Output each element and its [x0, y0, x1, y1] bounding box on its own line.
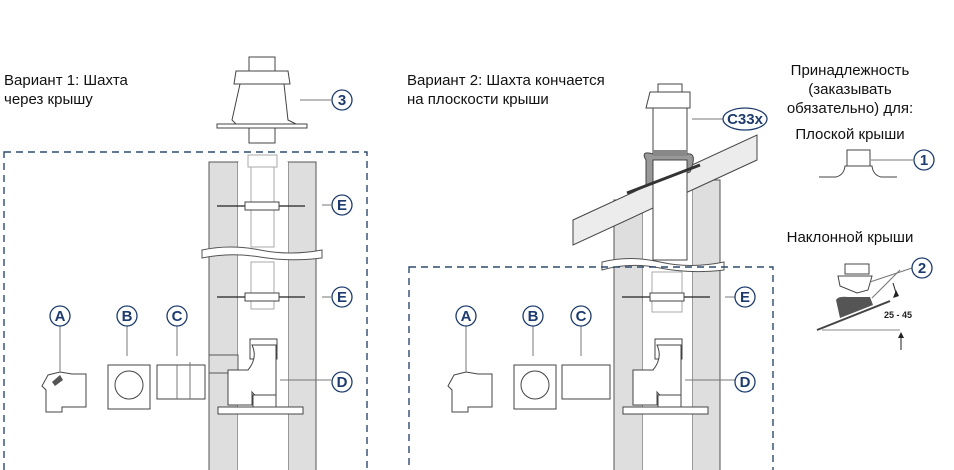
roof-terminal: [216, 56, 308, 144]
svg-text:E: E: [337, 197, 347, 214]
label-1: 1: [913, 149, 935, 171]
svg-text:E: E: [740, 289, 750, 306]
variant1-title-line2: через крышу: [4, 91, 93, 108]
svg-text:C: C: [576, 308, 587, 325]
accessories-heading-2: (заказывать: [808, 81, 892, 98]
variant2-title-line2: на плоскости крыши: [407, 91, 549, 108]
label-c: C: [570, 305, 592, 327]
svg-text:2: 2: [918, 260, 926, 277]
svg-text:A: A: [55, 308, 66, 325]
pitched-roof-label: Наклонной крыши: [787, 229, 914, 246]
svg-text:A: A: [461, 308, 472, 325]
label-c33x: C33x: [722, 107, 768, 131]
accessories-heading-1: Принадлежность: [791, 62, 910, 79]
svg-text:D: D: [740, 374, 751, 391]
elbow-a: [41, 371, 87, 413]
variant1-title-line1: Вариант 1: Шахта: [4, 72, 129, 89]
accessories: Принадлежность (заказывать обязательно) …: [787, 62, 935, 350]
label-2: 2: [911, 257, 933, 279]
variant2-title-line1: Вариант 2: Шахта кончается: [407, 72, 605, 89]
variant2: Вариант 2: Шахта кончается на плоскости …: [407, 72, 774, 470]
svg-text:1: 1: [920, 152, 928, 169]
label-3: 3: [331, 89, 353, 111]
label-e-bottom: E: [331, 286, 353, 308]
variant1: Вариант 1: Шахта через крышу: [3, 56, 368, 470]
label-d: D: [734, 371, 756, 393]
shaft-wall-right: [287, 161, 317, 470]
shaft-wall-left: [208, 161, 239, 470]
svg-text:3: 3: [338, 92, 346, 109]
svg-text:C33x: C33x: [727, 111, 764, 128]
angle-range: 25 - 45: [884, 310, 912, 320]
svg-text:E: E: [337, 289, 347, 306]
label-b: B: [522, 305, 544, 327]
label-a: A: [49, 305, 71, 327]
svg-text:C: C: [172, 308, 183, 325]
svg-text:B: B: [122, 308, 133, 325]
label-c: C: [166, 305, 188, 327]
flat-roof-flashing: [819, 149, 897, 178]
accessories-heading-3: обязательно) для:: [787, 100, 913, 117]
wall-sleeve-c: [156, 364, 206, 400]
svg-text:B: B: [528, 308, 539, 325]
variant1-dashed-boundary: [3, 151, 368, 470]
elbow-adapter-d: [217, 338, 304, 415]
flat-roof-label: Плоской крыши: [795, 126, 904, 143]
pitched-roof-flashing: [816, 263, 900, 331]
label-e: E: [734, 286, 756, 308]
elbow-adapter-d: [622, 338, 709, 415]
break-line: [201, 246, 323, 261]
svg-text:D: D: [337, 374, 348, 391]
label-d: D: [331, 371, 353, 393]
variant2-dashed-boundary: [408, 266, 774, 470]
label-a: A: [455, 305, 477, 327]
label-b: B: [116, 305, 138, 327]
label-e-top: E: [331, 194, 353, 216]
